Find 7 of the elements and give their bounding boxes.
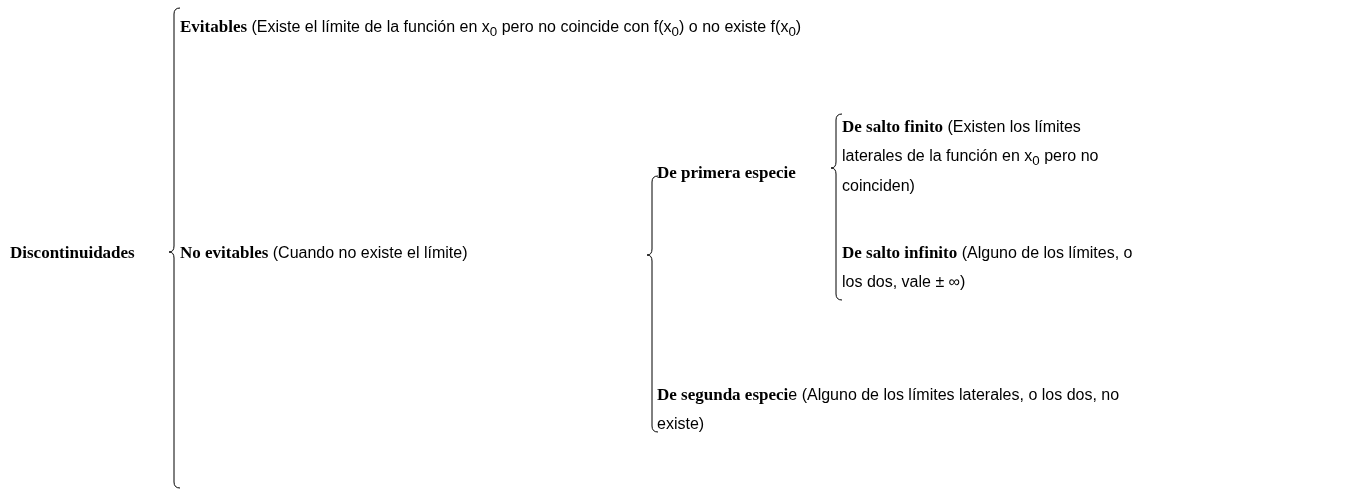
category-text: De salto finito (Existen los límites laterales de la función en x$_{0}$ pero no coinciden) <box>842 112 1132 201</box>
category-text: No evitables (Cuando no existe el límite) <box>180 238 468 268</box>
category-text: Evitables (Existe el límite de la función en x$_{0}$ pero no coincide con f(x$_{0}$) o no existe f(x$_{0}$) <box>180 12 802 44</box>
category-text: De salto infinito (Alguno de los límites, o los dos, vale ± ∞) <box>842 238 1142 296</box>
category-text: De primera especie <box>657 158 796 188</box>
category-text: Discontinuidades <box>10 238 135 268</box>
category-text: De segunda especie (Alguno de los límites laterales, o los dos, no existe) <box>657 380 1127 438</box>
